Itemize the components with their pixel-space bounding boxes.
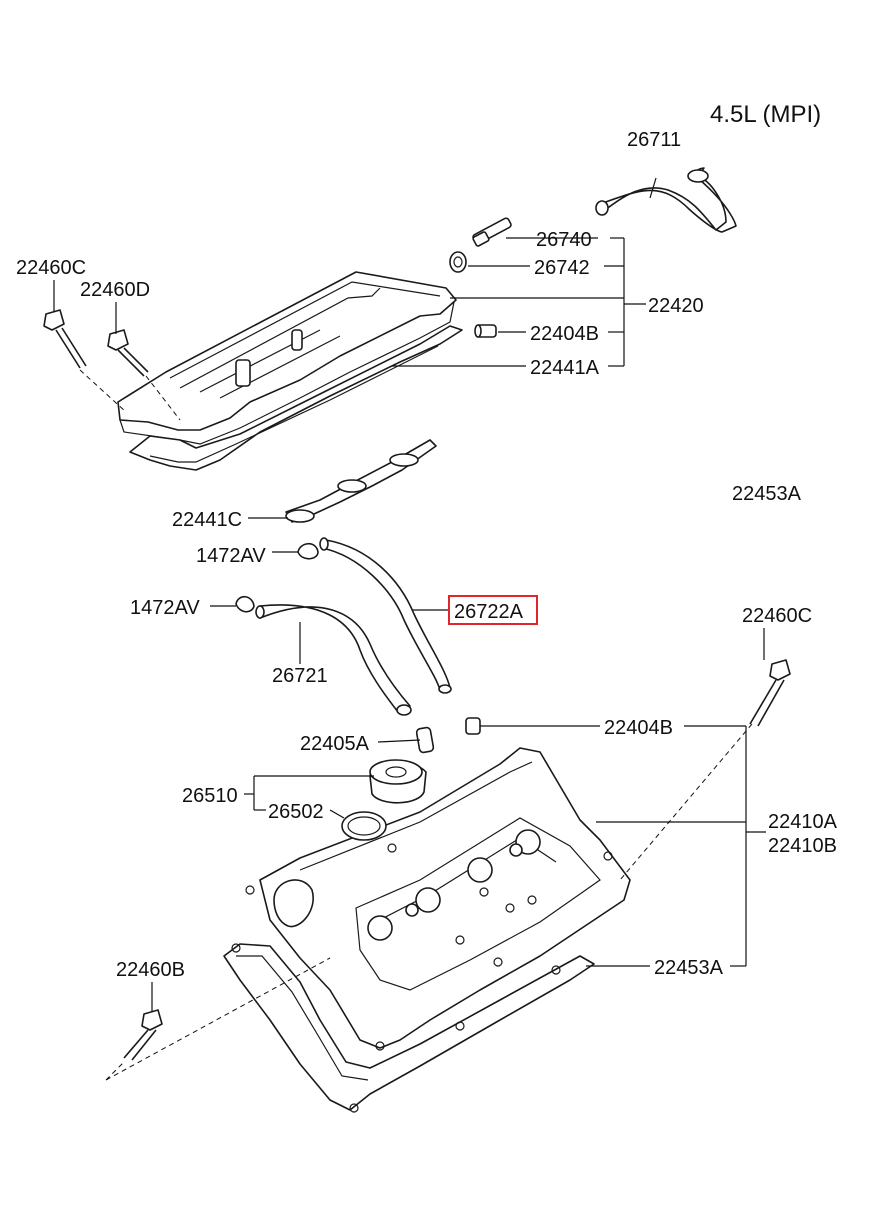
label-22420[interactable]: 22420 xyxy=(648,295,704,317)
cap-gasket-26502[interactable] xyxy=(341,811,387,841)
label-22404B-top[interactable]: 22404B xyxy=(530,323,599,345)
label-22441A[interactable]: 22441A xyxy=(530,357,600,379)
bolt-22460B[interactable] xyxy=(123,1009,163,1061)
label-22460C-left[interactable]: 22460C xyxy=(16,257,86,279)
highlight-box-26722A xyxy=(448,595,538,625)
label-22410B[interactable]: 22410B xyxy=(768,835,837,857)
bolt-axis-lower-left xyxy=(105,957,331,1081)
rocker-cover-gasket-lower[interactable] xyxy=(223,943,595,1113)
bolt-22460C-right[interactable] xyxy=(749,659,791,727)
label-26740[interactable]: 26740 xyxy=(536,229,592,251)
breather-hose-26711[interactable] xyxy=(595,167,737,233)
fitting-22404B-bottom[interactable] xyxy=(465,717,481,735)
hose-26722A[interactable] xyxy=(319,537,452,694)
clamp-1472AV-upper[interactable] xyxy=(297,542,319,560)
label-1472AV-lower[interactable]: 1472AV xyxy=(130,597,200,619)
leader-lines xyxy=(53,177,766,1012)
label-26711[interactable]: 26711 xyxy=(627,129,681,151)
label-22453A-top[interactable]: 22453A xyxy=(732,483,802,505)
label-22405A[interactable]: 22405A xyxy=(300,733,370,755)
pcv-valve-26740[interactable] xyxy=(472,217,512,247)
oil-filler-cap-26510[interactable] xyxy=(369,759,427,804)
label-22460C-right[interactable]: 22460C xyxy=(742,605,812,627)
bolt-22460D[interactable] xyxy=(107,329,149,377)
label-22404B-bottom[interactable]: 22404B xyxy=(604,717,673,739)
grommet-26742[interactable] xyxy=(449,251,467,273)
clamp-1472AV-lower[interactable] xyxy=(235,595,255,613)
label-22460D[interactable]: 22460D xyxy=(80,279,150,301)
label-22441C[interactable]: 22441C xyxy=(172,509,242,531)
engine-variant-title: 4.5L (MPI) xyxy=(710,101,821,128)
spark-plug-gasket-22441C[interactable] xyxy=(285,439,437,523)
label-26721[interactable]: 26721 xyxy=(272,665,328,687)
rocker-cover-gasket-upper[interactable] xyxy=(129,325,463,471)
fitting-22405A[interactable] xyxy=(415,726,435,754)
label-26742[interactable]: 26742 xyxy=(534,257,590,279)
bolt-axis-left-2 xyxy=(145,375,181,421)
label-1472AV-upper[interactable]: 1472AV xyxy=(196,545,266,567)
label-26722A[interactable]: 26722A xyxy=(454,601,524,623)
hose-26721[interactable] xyxy=(255,604,412,716)
fitting-22404B-top[interactable] xyxy=(474,324,497,338)
label-26510[interactable]: 26510 xyxy=(182,785,238,807)
label-22453A-bottom[interactable]: 22453A xyxy=(654,957,724,979)
label-22460B[interactable]: 22460B xyxy=(116,959,185,981)
rocker-cover-upper[interactable] xyxy=(117,271,457,445)
rocker-cover-lower[interactable] xyxy=(245,747,631,1051)
bolt-axis-right xyxy=(619,723,753,881)
label-26502[interactable]: 26502 xyxy=(268,801,324,823)
label-22410A[interactable]: 22410A xyxy=(768,811,838,833)
bolt-axis-left xyxy=(79,369,127,413)
bolt-22460C-left[interactable] xyxy=(43,309,87,369)
